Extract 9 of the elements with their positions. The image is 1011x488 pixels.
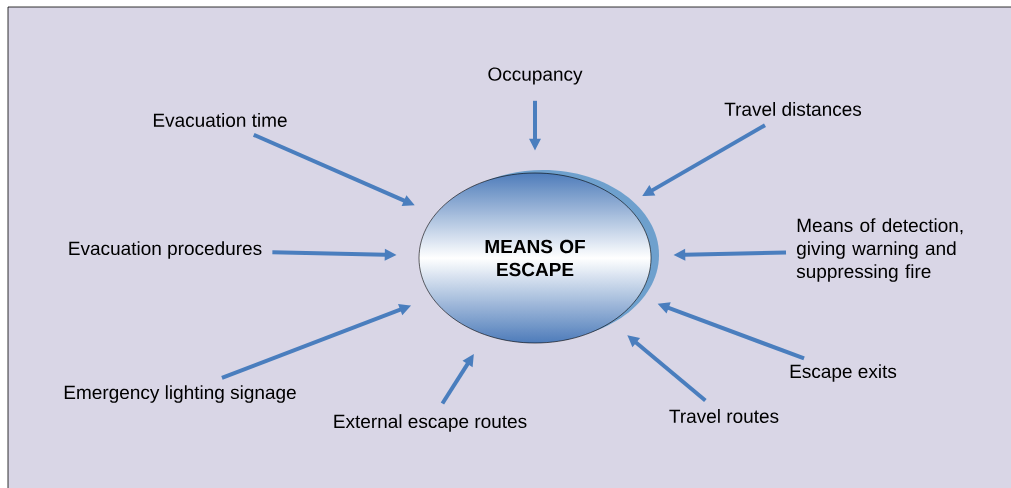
factor-label: Emergency lighting signage [64, 385, 296, 403]
factor-label: Evacuation procedures [69, 241, 262, 259]
factor-label: External escape routes [334, 414, 527, 432]
factor-label: Occupancy [488, 67, 583, 85]
factor-label: Escape exits [790, 364, 897, 382]
factor-label: Travel distances [724, 102, 862, 116]
factor-label: Travel routes [669, 409, 779, 423]
factor-label: Evacuation time [153, 113, 287, 127]
factor-label: Means of detection, giving warning and suppressing fire [796, 218, 963, 282]
